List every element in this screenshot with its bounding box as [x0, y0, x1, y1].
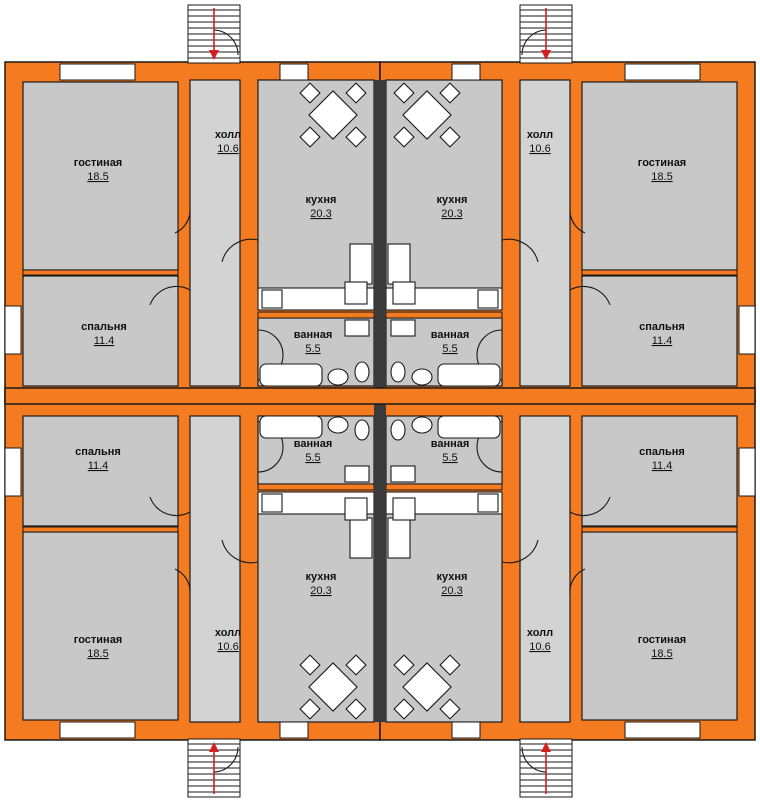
room-area: 5.5 — [442, 343, 457, 355]
room-name: спальня — [639, 446, 685, 458]
unit-top-right — [379, 4, 756, 403]
room-name: гостиная — [638, 157, 686, 169]
room-area: 20.3 — [310, 585, 331, 597]
room-name: гостиная — [638, 634, 686, 646]
bathtub-icon — [259, 415, 323, 439]
room-area: 10.6 — [217, 143, 238, 155]
entry-arrow-icon — [541, 8, 551, 60]
stove-icon — [387, 243, 411, 285]
washbasin-icon — [327, 416, 349, 434]
room-area: 11.4 — [88, 460, 109, 472]
window — [4, 305, 22, 355]
unit-bottom-right-labels: гостиная 18.5 спальня 11.4 холл 10.6 кух… — [431, 438, 687, 660]
hall-floor — [189, 79, 241, 387]
stove-icon — [349, 517, 373, 559]
room-name: кухня — [306, 571, 337, 583]
room-area: 10.6 — [217, 641, 238, 653]
entry-arrow-icon — [209, 8, 219, 60]
bedroom-partition — [22, 269, 179, 276]
room-name: кухня — [437, 194, 468, 206]
room-area: 5.5 — [442, 452, 457, 464]
stove-icon — [349, 243, 373, 285]
entry-arrow-icon — [541, 742, 551, 794]
bedroom-floor — [22, 275, 179, 387]
room-name: кухня — [437, 571, 468, 583]
dining-set-icon — [393, 654, 461, 720]
room-name: холл — [527, 129, 553, 141]
dining-set-icon — [299, 82, 367, 148]
room-area: 18.5 — [651, 648, 672, 660]
room-name: ванная — [431, 329, 470, 341]
room-area: 5.5 — [305, 452, 320, 464]
washbasin-icon — [411, 368, 433, 386]
bathtub-icon — [259, 363, 323, 387]
door-swing — [174, 207, 191, 234]
unit-top-right-labels: гостиная 18.5 спальня 11.4 холл 10.6 кух… — [431, 129, 687, 355]
room-name: ванная — [431, 438, 470, 450]
window — [279, 63, 309, 81]
room-area: 10.6 — [529, 641, 550, 653]
stove-icon — [387, 517, 411, 559]
room-name: ванная — [294, 329, 333, 341]
room-area: 10.6 — [529, 143, 550, 155]
room-name: гостиная — [74, 157, 122, 169]
bathtub-icon — [437, 415, 501, 439]
unit-bottom-right — [379, 399, 756, 798]
door-swing — [213, 29, 239, 56]
unit-top-left: гостиная 18.5 спальня 11.4 холл 10.6 кух… — [4, 4, 381, 403]
toilet-icon — [354, 419, 370, 441]
room-name: холл — [215, 129, 241, 141]
washbasin-icon — [411, 416, 433, 434]
bathtub-icon — [437, 363, 501, 387]
room-area: 20.3 — [441, 208, 462, 220]
room-name: кухня — [306, 194, 337, 206]
room-area: 11.4 — [94, 335, 115, 347]
sink-icon — [344, 281, 368, 305]
dining-set-icon — [299, 654, 367, 720]
sink-icon — [392, 281, 416, 305]
toilet-icon — [354, 361, 370, 383]
room-name: холл — [215, 627, 241, 639]
room-name: ванная — [294, 438, 333, 450]
living-room-floor — [22, 81, 179, 271]
room-area: 5.5 — [305, 343, 320, 355]
sink-icon — [392, 497, 416, 521]
room-area: 11.4 — [652, 335, 673, 347]
central-wall-horizontal — [4, 387, 756, 405]
room-name: спальня — [75, 446, 121, 458]
washbasin-icon — [327, 368, 349, 386]
room-area: 20.3 — [441, 585, 462, 597]
room-name: гостиная — [74, 634, 122, 646]
dining-set-icon — [393, 82, 461, 148]
room-name: спальня — [639, 321, 685, 333]
kitchen-bath-partition — [257, 311, 375, 319]
room-area: 18.5 — [87, 648, 108, 660]
room-name: холл — [527, 627, 553, 639]
room-area: 18.5 — [87, 171, 108, 183]
toilet-icon — [390, 361, 406, 383]
unit-bottom-left-labels: гостиная 18.5 спальня 11.4 холл 10.6 кух… — [74, 438, 337, 660]
kitchen-cabinet — [261, 289, 283, 309]
door-swing — [149, 285, 191, 306]
room-area: 20.3 — [310, 208, 331, 220]
window — [59, 63, 136, 81]
unit-bottom-left — [4, 399, 381, 798]
room-area: 18.5 — [651, 171, 672, 183]
sink-icon — [344, 497, 368, 521]
entry-arrow-icon — [209, 742, 219, 794]
door-swing — [221, 238, 259, 263]
kitchen-cabinet — [344, 319, 370, 337]
room-name: спальня — [81, 321, 127, 333]
toilet-icon — [390, 419, 406, 441]
room-area: 11.4 — [652, 460, 673, 472]
